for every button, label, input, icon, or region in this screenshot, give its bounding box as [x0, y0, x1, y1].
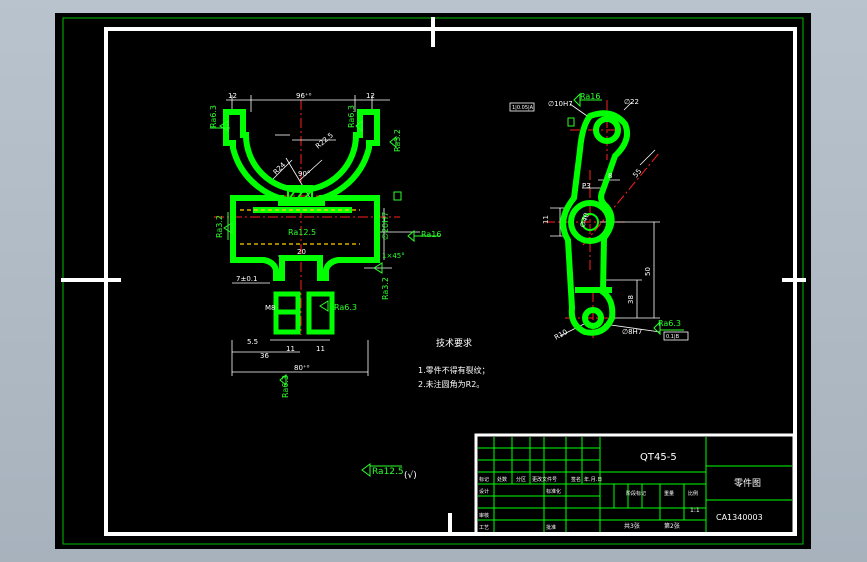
dim-top-width: 96⁺⁰	[296, 92, 312, 100]
side-view-part-outline	[560, 110, 630, 336]
dim-hole-m8: M8	[265, 304, 276, 312]
svg-text:批准: 批准	[546, 524, 556, 531]
tech-requirement-2: 2.未注圆角为R2。	[418, 379, 484, 389]
side-dim-8: 8	[608, 172, 612, 180]
front-view-lower-prongs	[273, 291, 335, 335]
general-roughness-value: Ra12.5	[372, 467, 404, 477]
svg-text:重量: 重量	[664, 490, 674, 497]
svg-text:处数: 处数	[497, 476, 507, 483]
side-roughness-top: Ra16	[580, 92, 600, 101]
general-roughness-suffix: (√)	[404, 470, 417, 481]
title-sheet-no: 第2张	[664, 522, 680, 530]
side-view: ∅22 ∅10H7 ∅40 P3 8 11 55 50 38 R10 ∅8H7 …	[509, 92, 689, 342]
side-view-inner-bore	[581, 213, 599, 231]
title-block-labels: 标记 处数 分区 更改文件号 签名 年.月.日 设计 标准化 阶段标记 重量 比…	[479, 476, 698, 531]
centering-mark-right	[782, 278, 806, 282]
chamfer-note: 1×45°	[382, 252, 405, 260]
roughness-right-low: Ra3.2	[381, 277, 390, 300]
roughness-top-mid: Ra6.3	[347, 105, 356, 128]
svg-text:1|0.05|A: 1|0.05|A	[512, 105, 534, 111]
side-dim-50: 50	[644, 267, 652, 276]
centering-mark-top	[431, 17, 435, 47]
dim-bottom-36: 36	[260, 352, 269, 360]
roughness-bottom-left: Ra6.3	[281, 375, 290, 398]
title-material: QT45-5	[640, 452, 677, 463]
centering-mark-left	[61, 278, 121, 282]
dim-bottom-11a: 11	[286, 345, 295, 353]
centering-mark-bottom	[448, 513, 452, 535]
side-dim-38: 38	[627, 295, 635, 304]
svg-text:比例: 比例	[688, 490, 698, 497]
front-view-hatching	[287, 185, 313, 199]
model-space-background	[55, 13, 811, 549]
dim-top-left: 12	[228, 92, 237, 100]
datum-box	[393, 191, 402, 201]
roughness-bottom-right: Ra6.3	[334, 303, 357, 312]
title-block: QT45-5 零件图 CA1340003 1:1 共3张 第2张 标记 处数 分…	[474, 433, 796, 536]
svg-text:阶段标记: 阶段标记	[626, 490, 646, 497]
svg-text:签名: 签名	[571, 476, 581, 483]
side-dim-p3: P3	[582, 182, 591, 190]
svg-text:标记: 标记	[479, 476, 489, 483]
dim-left-small: 7±0.1	[236, 275, 257, 283]
front-view: 12 96⁺⁰ 12 20 7±0.1 80⁺⁰ 36 5.5 11 11 R2…	[209, 92, 441, 398]
dim-bottom-11b: 11	[316, 345, 325, 353]
roughness-top-left: Ra6.3	[209, 105, 218, 128]
title-drawing-number: CA1340003	[716, 513, 763, 522]
dim-angle: 90°	[298, 170, 310, 178]
front-view-roughness-symbols	[210, 119, 440, 387]
svg-text:分区: 分区	[516, 476, 526, 483]
side-flag-bottom: 0.1|B	[663, 331, 689, 341]
side-view-centerlines	[545, 100, 661, 340]
side-dim-11: 11	[542, 215, 550, 224]
tech-requirements-heading: 技术要求	[436, 337, 472, 349]
side-dim-55: 55	[631, 167, 643, 179]
roughness-left-side: Ra3.2	[215, 215, 224, 238]
svg-text:标准化: 标准化	[546, 488, 561, 495]
side-dim-top-fit: ∅10H7	[548, 100, 573, 108]
dim-bottom-total: 80⁺⁰	[294, 364, 310, 372]
tech-requirement-1: 1.零件不得有裂纹；	[418, 365, 490, 375]
tech-requirements: 技术要求 1.零件不得有裂纹； 2.未注圆角为R2。	[418, 337, 490, 389]
title-drawing-name: 零件图	[734, 477, 761, 489]
svg-text:更改文件号: 更改文件号	[532, 476, 557, 483]
side-dim-bottom-hole: ∅8H7	[622, 328, 642, 336]
front-view-dimension-lines	[226, 95, 420, 376]
side-flag-top: 1|0.05|A	[509, 102, 535, 112]
svg-text:审核: 审核	[479, 512, 489, 519]
dim-mid-width: 20	[297, 248, 306, 256]
svg-text:工艺: 工艺	[479, 525, 489, 531]
front-view-hidden-lines	[240, 209, 360, 245]
title-scale: 1:1	[690, 507, 700, 514]
dim-top-right: 12	[366, 92, 375, 100]
bore-tolerance: ∅20H7	[381, 212, 390, 240]
svg-text:设计: 设计	[479, 488, 489, 495]
svg-text:年.月.日: 年.月.日	[584, 476, 602, 483]
title-sheet-total: 共3张	[624, 522, 640, 530]
dim-bottom-5-5: 5.5	[247, 338, 258, 346]
roughness-center-bore: Ra12.5	[288, 228, 316, 237]
roughness-right-bore: Ra16	[421, 230, 441, 239]
side-view-roughness-symbols	[567, 92, 684, 336]
side-dim-top-hole: ∅22	[624, 98, 639, 106]
svg-text:0.1|B: 0.1|B	[666, 334, 680, 340]
title-block-grid	[478, 437, 792, 532]
roughness-right-top: Ra3.2	[393, 129, 402, 152]
side-roughness-bottom: Ra6.3	[658, 319, 681, 328]
general-roughness: Ra12.5 (√)	[361, 463, 417, 481]
